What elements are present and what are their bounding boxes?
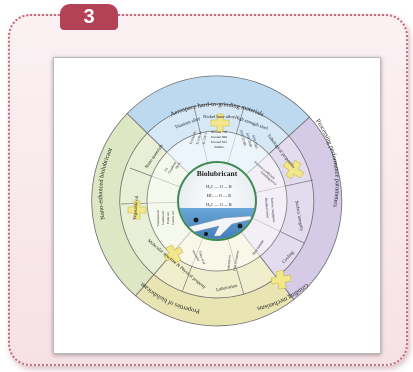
inner-item: Ti-5Al-4V: [195, 130, 203, 145]
inner-item: AISI 1045: [251, 134, 259, 149]
inner-item: Viscosity: [191, 249, 201, 262]
middle-label-1: Nickel base alloy: [203, 114, 236, 119]
middle-label-6: Lubrication: [216, 283, 239, 292]
figure-frame: Biolubricant H₂C — O — R HC — O — R H₂C …: [53, 57, 381, 354]
inner-item: AISI 4340: [245, 132, 253, 147]
formula-line-3: H₂C — O — R: [206, 202, 232, 207]
formula-line-2: HC — O — R: [207, 193, 231, 198]
inner-item: Adsorption: [226, 255, 231, 271]
inner-item: Fatty acid: [198, 251, 206, 265]
inner-item: MoS₂: [174, 161, 181, 170]
middle-label-4: Surface integrity: [294, 200, 304, 232]
inner-item: Palm oil: [166, 212, 170, 223]
inner-item: Inconel 690: [211, 135, 227, 139]
figure-card: Biolubricant H₂C — O — R HC — O — R H₂C …: [8, 14, 408, 366]
inner-item: Graphene: [167, 160, 177, 174]
inner-item: Castor oil: [171, 211, 175, 224]
inner-item: Residual stress: [264, 198, 270, 219]
inner-item: Soybean oil: [156, 210, 160, 226]
inner-item: Ti-6Al-4V: [189, 130, 198, 145]
inner-item: Film formation: [232, 250, 240, 271]
inner-item: Canola oil: [161, 211, 165, 225]
inner-item: Surface roughness: [270, 197, 276, 223]
center-title: Biolubricant: [197, 169, 238, 178]
inner-item: Stellite: [214, 145, 224, 149]
formula-line-1: H₂C — O — R: [206, 184, 232, 189]
inner-item: Inconel 625: [211, 140, 227, 144]
center-hub: Biolubricant H₂C — O — R HC — O — R H₂C …: [177, 161, 257, 241]
section-number-badge: 3: [60, 4, 118, 30]
biolubricant-wheel-diagram: Biolubricant H₂C — O — R HC — O — R H₂C …: [91, 75, 343, 327]
inner-item: Ti-13V-11: [202, 130, 208, 145]
connector-arrows: [127, 113, 305, 290]
middle-label-9: Vegetable oil: [132, 195, 139, 220]
inner-item-labels: Ti-6Al-4V Ti-5Al-4V Ti-13V-11 Inconel 71…: [156, 130, 278, 272]
inner-item: Cu: [163, 167, 169, 173]
inner-item: AISI 52100: [239, 130, 247, 147]
inner-item: Inconel 718: [211, 130, 227, 134]
